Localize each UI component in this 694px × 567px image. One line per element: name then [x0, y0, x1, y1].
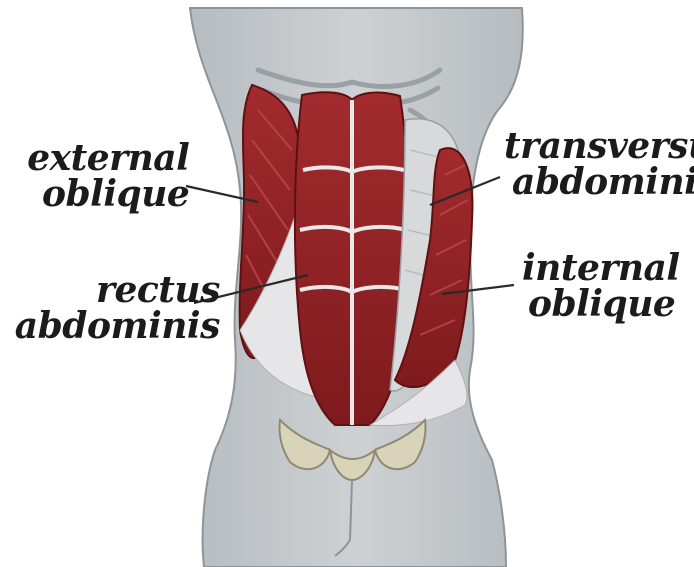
label-external-oblique: external oblique	[24, 140, 189, 212]
label-internal-oblique: internal oblique	[522, 250, 680, 322]
label-rectus-abdominis: rectus abdominis	[10, 272, 220, 344]
label-transversus-abdominis: transversus abdominis	[504, 128, 694, 200]
